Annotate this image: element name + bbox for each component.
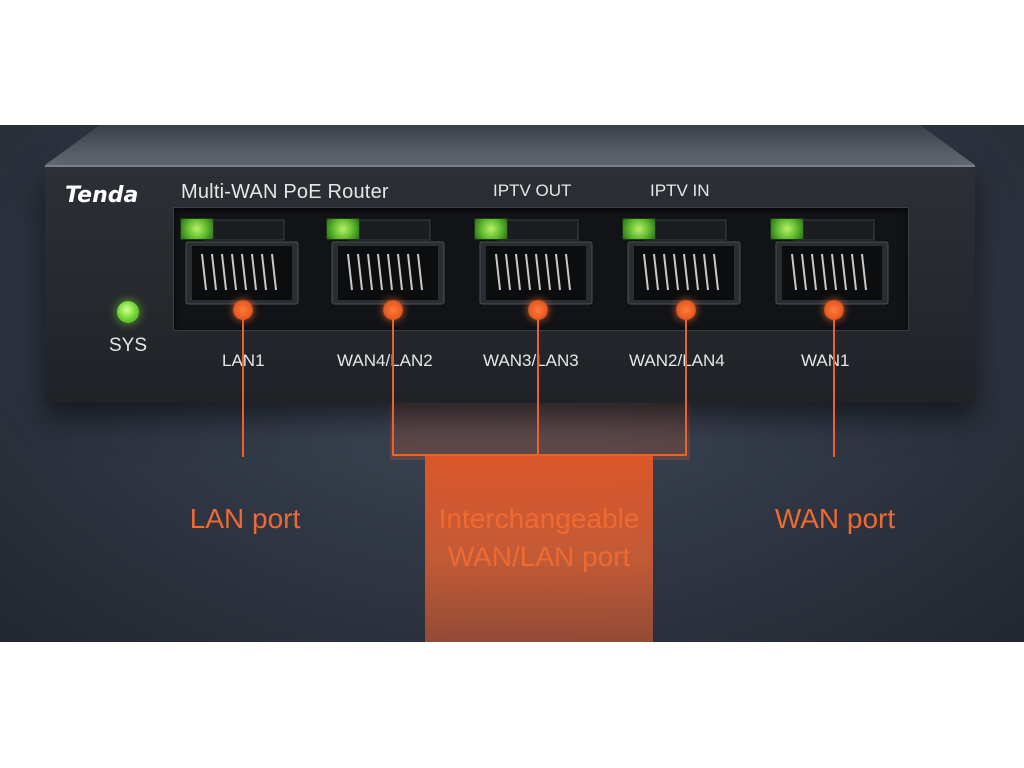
port-panel — [173, 207, 909, 331]
port-label-wan2-lan4: WAN2/LAN4 — [629, 351, 725, 370]
iptv-in-label: IPTV IN — [650, 181, 710, 200]
rj45-port-icon — [185, 219, 299, 305]
wan-port-callout: WAN port — [774, 503, 896, 534]
port-label-wan4-lan2: WAN4/LAN2 — [337, 351, 433, 370]
port-label-wan1: WAN1 — [801, 351, 850, 370]
sys-led-icon — [117, 301, 139, 323]
iptv-out-label: IPTV OUT — [493, 181, 572, 200]
lan-port-callout: LAN port — [189, 503, 301, 534]
port-wan4-lan2 — [326, 214, 450, 310]
interchangeable-callout: Interchangeable WAN/LAN port — [425, 500, 653, 576]
lan1-callout-dot — [233, 300, 253, 320]
rj45-port-icon — [627, 219, 741, 305]
port-wan3-lan3 — [474, 214, 598, 310]
interchangeable-callout-line1: Interchangeable — [438, 503, 640, 534]
port-led-icon — [622, 218, 656, 240]
interchangeable-highlight-bar — [425, 455, 653, 642]
model-label: Multi-WAN PoE Router — [181, 181, 389, 203]
brand-logo: Tenda — [65, 183, 138, 208]
interchangeable-callout-line2: WAN/LAN port — [447, 541, 631, 572]
port-led-icon — [474, 218, 508, 240]
rj45-port-icon — [331, 219, 445, 305]
port-led-icon — [180, 218, 214, 240]
router-top-surface — [45, 125, 975, 165]
brand-logo-text: Tenda — [65, 183, 138, 208]
port-lan1 — [180, 214, 304, 310]
port-led-icon — [326, 218, 360, 240]
diagram-scene: Tenda Multi-WAN PoE Router IPTV OUT IPTV… — [0, 125, 1024, 642]
port-label-lan1: LAN1 — [222, 351, 265, 370]
sys-label: SYS — [109, 335, 148, 356]
port-label-wan3-lan3: WAN3/LAN3 — [483, 351, 579, 370]
rj45-port-icon — [775, 219, 889, 305]
port-led-icon — [770, 218, 804, 240]
router-front-panel: Tenda Multi-WAN PoE Router IPTV OUT IPTV… — [45, 165, 975, 403]
port-wan1 — [770, 214, 894, 310]
rj45-port-icon — [479, 219, 593, 305]
wan2-lan4-callout-dot — [676, 300, 696, 320]
wan4-lan2-callout-dot — [383, 300, 403, 320]
port-wan2-lan4 — [622, 214, 746, 310]
wan1-callout-dot — [824, 300, 844, 320]
wan3-lan3-callout-dot — [528, 300, 548, 320]
